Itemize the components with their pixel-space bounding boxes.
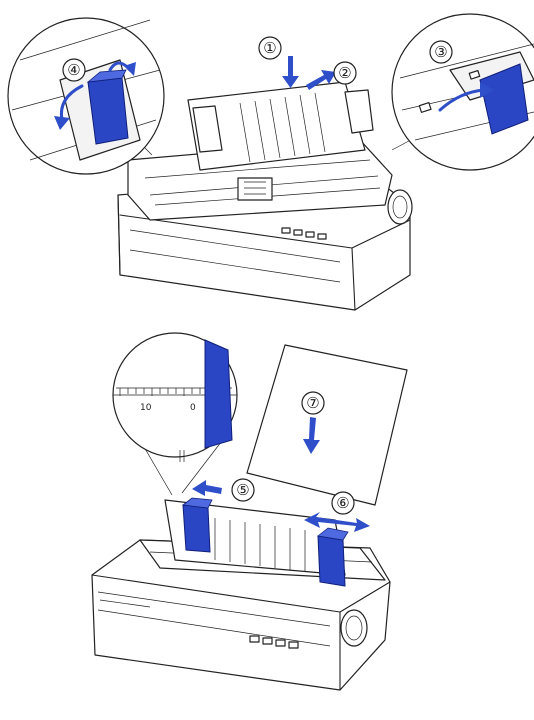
svg-text:④: ④ (67, 61, 80, 79)
scale-label-0: 0 (190, 403, 196, 413)
step-2: ② (333, 61, 357, 85)
paper-down-arrow-icon (303, 417, 320, 454)
step-1: ① (258, 36, 282, 60)
bottom-printer (91, 432, 391, 691)
left-arrow-icon (192, 480, 222, 496)
step-3: ③ (429, 40, 453, 64)
scale-label-10: 10 (140, 403, 152, 413)
callout-release-detail (391, 13, 534, 171)
svg-text:②: ② (338, 64, 351, 82)
svg-text:⑦: ⑦ (306, 394, 319, 412)
double-arrow-icon (304, 512, 370, 532)
paper-sheet (246, 344, 408, 506)
callout-scale-detail: 10 0 (112, 332, 238, 462)
step-7: ⑦ (301, 391, 325, 415)
svg-text:③: ③ (434, 43, 447, 61)
svg-text:⑤: ⑤ (236, 481, 249, 499)
callout-lever-detail (7, 17, 165, 175)
svg-text:①: ① (263, 39, 276, 57)
diagonal-arrow-icon (306, 70, 336, 90)
down-arrow-icon (282, 56, 299, 88)
step-4: ④ (62, 58, 86, 82)
step-5: ⑤ (231, 478, 255, 502)
top-printer (117, 81, 421, 311)
svg-text:⑥: ⑥ (336, 494, 349, 512)
step-6: ⑥ (331, 491, 355, 515)
